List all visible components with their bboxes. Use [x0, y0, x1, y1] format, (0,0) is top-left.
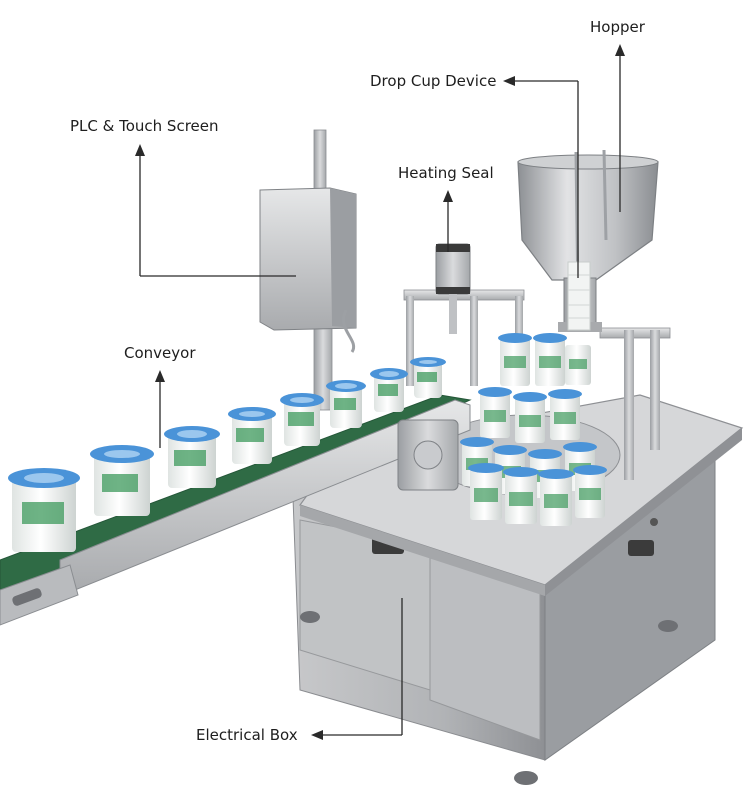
- label-hopper: Hopper: [590, 18, 646, 36]
- callout-plc-touch-screen: PLC & Touch Screen: [70, 117, 296, 277]
- label-electrical-box: Electrical Box: [196, 726, 298, 744]
- label-plc-touch-screen: PLC & Touch Screen: [70, 117, 219, 135]
- label-drop-cup-device: Drop Cup Device: [370, 72, 496, 90]
- conveyor-cups: [8, 357, 446, 552]
- conveyor: [0, 394, 472, 626]
- callout-hopper: Hopper: [590, 18, 646, 212]
- callout-electrical-box: Electrical Box: [196, 598, 403, 744]
- turntable-cups: [460, 333, 607, 526]
- callout-heating-seal: Heating Seal: [398, 164, 494, 252]
- cup-stack: [567, 261, 591, 331]
- heating-seal-cylinder: [435, 243, 471, 334]
- plc-panel: [259, 129, 357, 411]
- side-handle: [628, 540, 654, 556]
- callout-conveyor: Conveyor: [124, 344, 196, 448]
- label-heating-seal: Heating Seal: [398, 164, 494, 182]
- label-conveyor: Conveyor: [124, 344, 196, 362]
- callout-drop-cup-device: Drop Cup Device: [370, 72, 579, 278]
- machine-illustration: [0, 129, 744, 785]
